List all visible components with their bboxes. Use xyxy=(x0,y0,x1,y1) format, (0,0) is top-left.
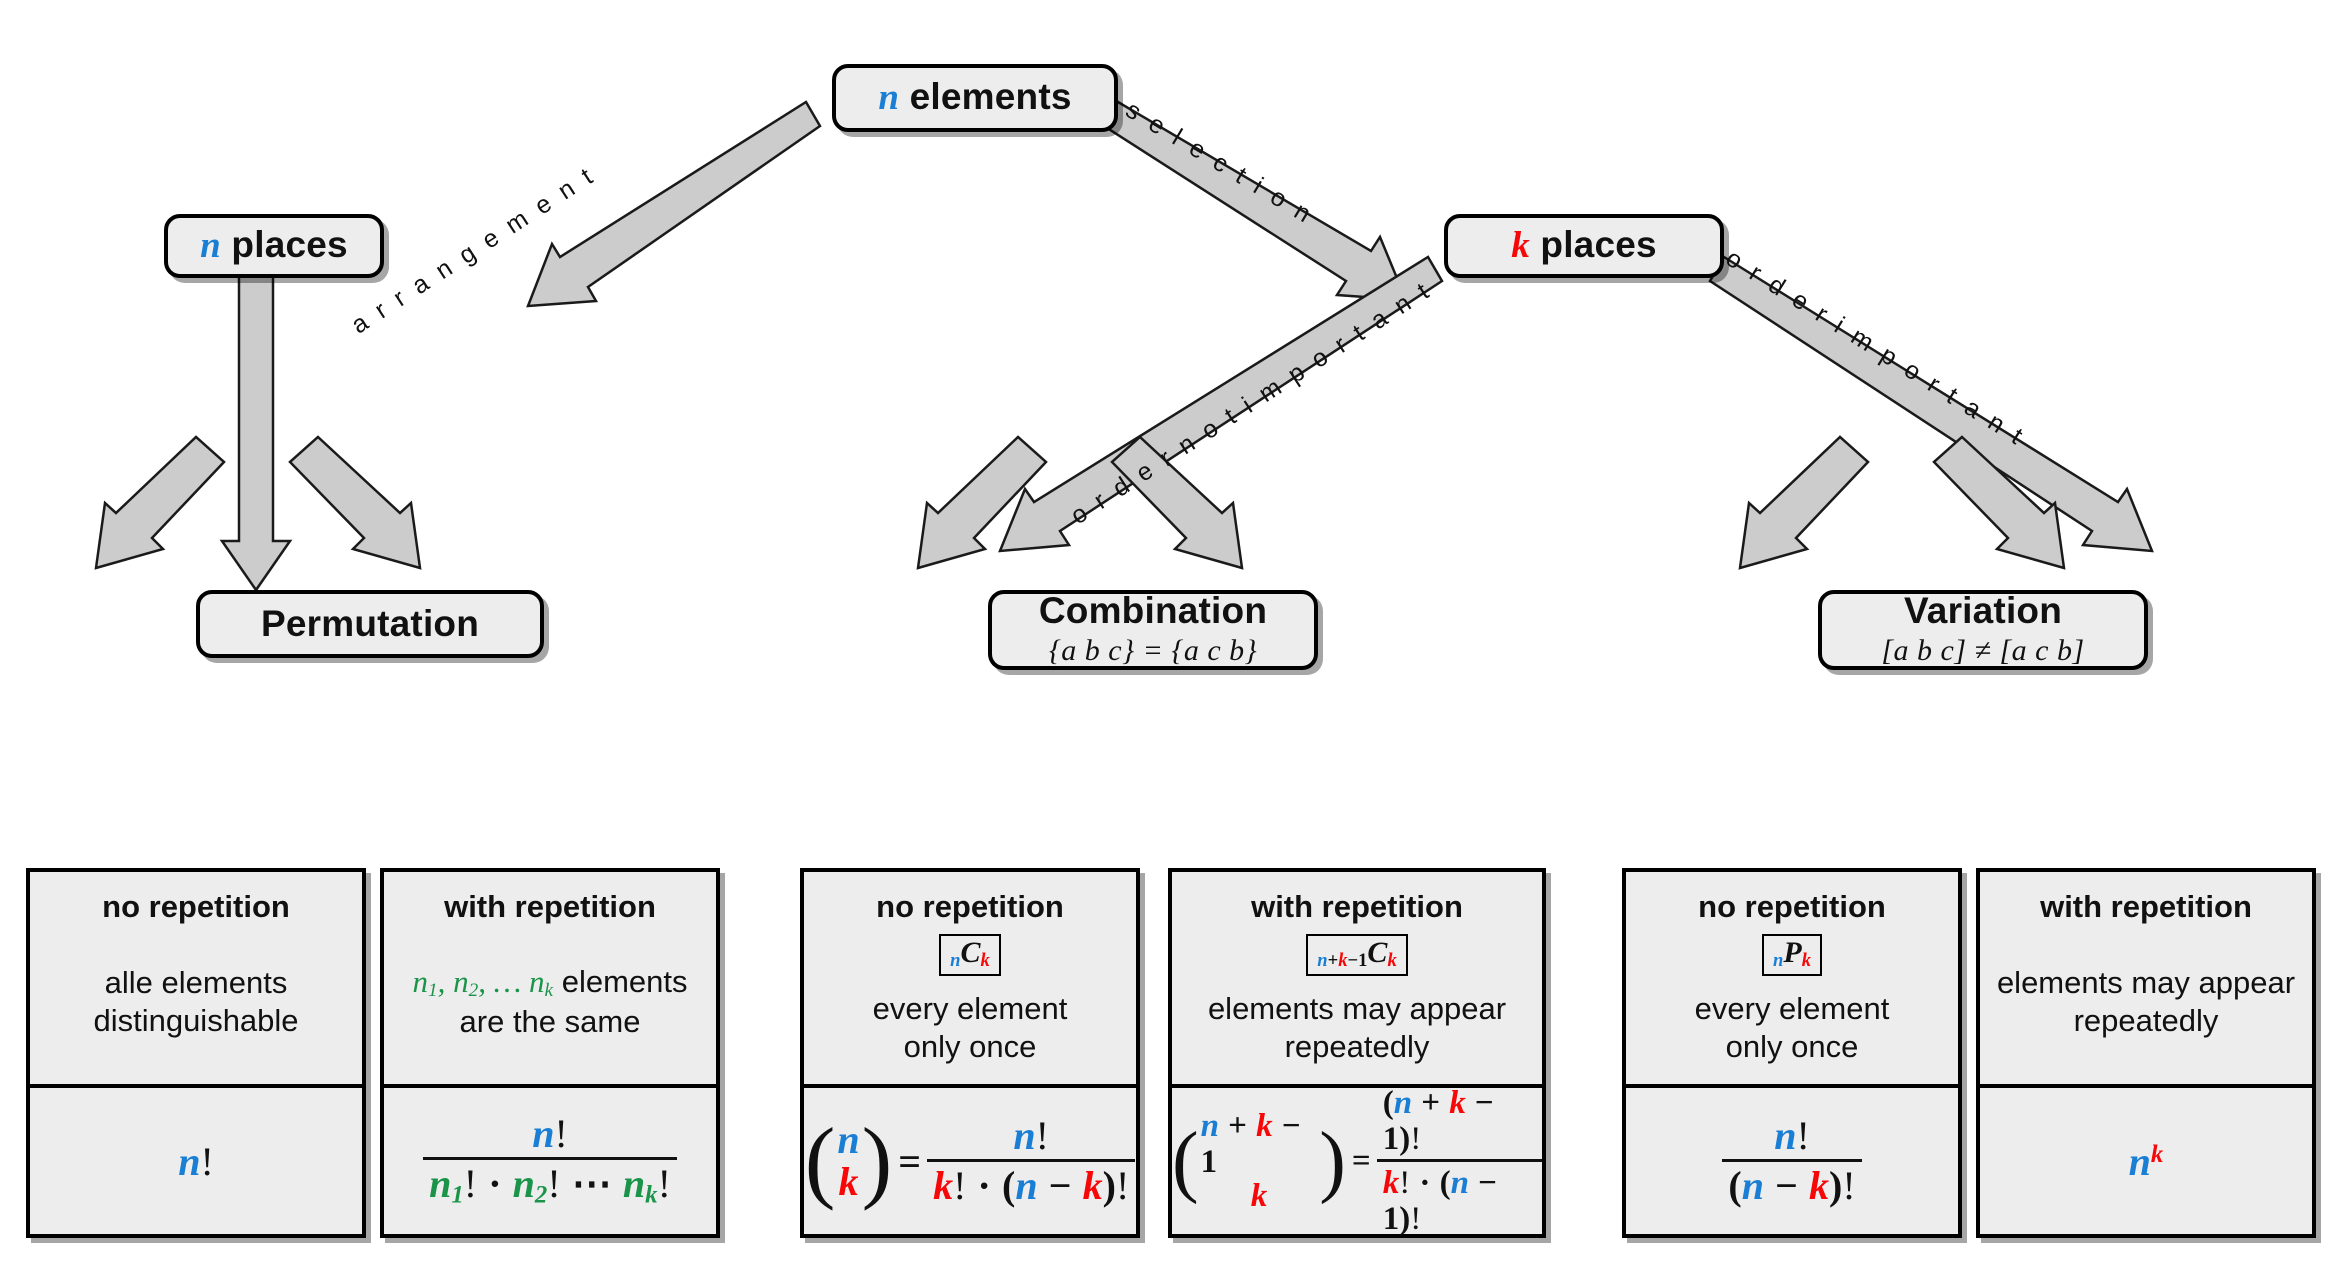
node-n-elements-label: elements xyxy=(909,76,1072,118)
node-combination-example: {a b c} = {a c b} xyxy=(1048,634,1258,668)
card-formula: n! n1! · n2! ⋯ nk! xyxy=(384,1084,716,1234)
node-n-places-title: n places xyxy=(200,224,348,267)
node-combination-title: Combination xyxy=(1038,589,1268,631)
card-header: no repetition xyxy=(102,889,290,924)
card-formula: n! xyxy=(30,1084,362,1234)
node-variation[interactable]: Variation [a b c] ≠ [a c b] xyxy=(1818,590,2148,670)
card-permutation-with-repetition[interactable]: with repetition n1, n2, … nk elements ar… xyxy=(380,868,720,1238)
arrow-comb-no-rep xyxy=(916,435,1048,570)
node-n-elements-title: n elements xyxy=(878,76,1072,119)
card-permutation-no-repetition[interactable]: no repetition alle elements distinguisha… xyxy=(26,868,366,1238)
formula-n-power-k: nk xyxy=(2128,1138,2164,1184)
card-variation-with-repetition[interactable]: with repetition elements may appear repe… xyxy=(1976,868,2316,1238)
arrow-var-with-rep xyxy=(1932,435,2066,570)
card-top: with repetition n1, n2, … nk elements ar… xyxy=(384,872,716,1084)
card-top: no repetition nPk every element only onc… xyxy=(1626,872,1958,1084)
node-k-places[interactable]: k places xyxy=(1444,214,1724,278)
arrow-perm-with-rep xyxy=(288,435,422,570)
arrow-var-no-rep xyxy=(1738,435,1870,570)
card-description: elements may appear repeatedly xyxy=(1207,991,1507,1064)
arrow-order-not-important xyxy=(998,255,1444,553)
notation-badge-n-plus-k-minus-1-C-k: n+k−1Ck xyxy=(1306,934,1408,976)
card-description: n1, n2, … nk elements are the same xyxy=(412,964,688,1039)
formula-n-factorial: n! xyxy=(178,1138,214,1184)
card-top: with repetition elements may appear repe… xyxy=(1980,872,2312,1084)
card-header: no repetition xyxy=(1698,889,1886,924)
card-top: no repetition nCk every element only onc… xyxy=(804,872,1136,1084)
node-k-places-title: k places xyxy=(1511,224,1657,267)
notation-badge-nPk: nPk xyxy=(1762,934,1822,976)
formula-partial-permutation: n! (n − k)! xyxy=(1722,1114,1862,1208)
card-description: alle elements distinguishable xyxy=(93,965,299,1039)
card-header: no repetition xyxy=(876,889,1064,924)
card-top: with repetition n+k−1Ck elements may app… xyxy=(1172,872,1542,1084)
symbol-k: k xyxy=(1511,225,1530,267)
node-variation-example: [a b c] ≠ [a c b] xyxy=(1881,634,2085,668)
node-permutation[interactable]: Permutation xyxy=(196,590,544,658)
node-n-elements[interactable]: n elements xyxy=(832,64,1118,132)
node-variation-title: Variation xyxy=(1903,589,2063,631)
arrow-order-important xyxy=(1708,255,2154,553)
arrow-arrangement xyxy=(526,100,822,308)
node-n-places[interactable]: n places xyxy=(164,214,384,278)
card-description: every element only once xyxy=(1694,991,1890,1064)
notation-badge-nCk: nCk xyxy=(939,934,1001,976)
card-variation-no-repetition[interactable]: no repetition nPk every element only onc… xyxy=(1622,868,1962,1238)
symbol-n: n xyxy=(200,225,221,267)
formula-multiset-coefficient: ( n + k − 1 k ) = (n + xyxy=(1172,1085,1542,1237)
node-permutation-title: Permutation xyxy=(260,602,480,644)
card-combination-no-repetition[interactable]: no repetition nCk every element only onc… xyxy=(800,868,1140,1238)
symbol-n: n xyxy=(878,77,900,119)
card-description: every element only once xyxy=(872,991,1068,1064)
formula-multiset-permutation: n! n1! · n2! ⋯ nk! xyxy=(423,1112,677,1209)
card-combination-with-repetition[interactable]: with repetition n+k−1Ck elements may app… xyxy=(1168,868,1546,1238)
card-formula: nk xyxy=(1980,1084,2312,1234)
formula-binomial: ( n k ) = n! k! · (n − k)! xyxy=(805,1114,1136,1208)
card-formula: ( n k ) = n! k! · (n − k)! xyxy=(804,1084,1136,1234)
card-header: with repetition xyxy=(1251,889,1463,924)
card-header: with repetition xyxy=(2040,889,2252,924)
card-header: with repetition xyxy=(444,889,656,924)
node-k-places-label: places xyxy=(1540,224,1657,266)
group-sizes: n1, n2, … nk xyxy=(412,964,554,1002)
card-formula: ( n + k − 1 k ) = (n + xyxy=(1172,1084,1542,1237)
card-description: elements may appear repeatedly xyxy=(1996,965,2296,1039)
arrow-permutation xyxy=(219,274,293,593)
arrow-comb-with-rep xyxy=(1110,435,1244,570)
card-formula: n! (n − k)! xyxy=(1626,1084,1958,1234)
node-combination[interactable]: Combination {a b c} = {a c b} xyxy=(988,590,1318,670)
card-top: no repetition alle elements distinguisha… xyxy=(30,872,362,1084)
node-n-places-label: places xyxy=(231,224,348,266)
arrow-perm-no-rep xyxy=(94,435,226,570)
